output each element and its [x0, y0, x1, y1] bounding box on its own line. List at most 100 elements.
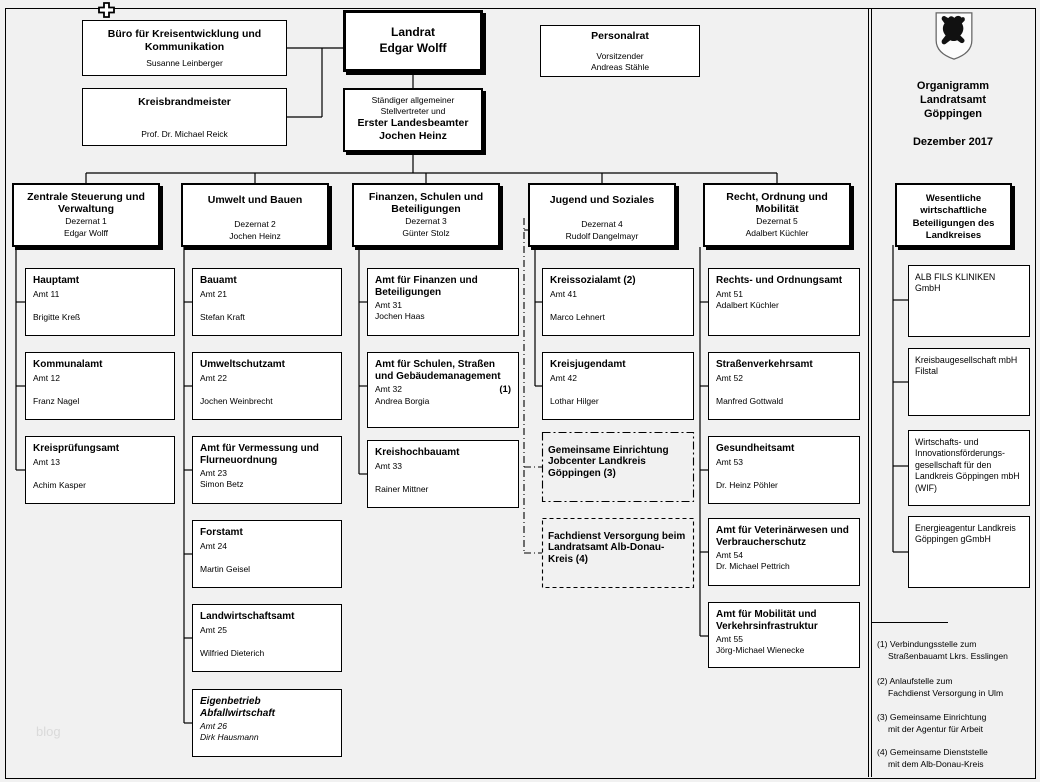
beteiligungen-header-label: Wesentliche wirtschaftliche Beteiligunge…: [912, 193, 995, 242]
amt-person: Jochen Haas: [375, 311, 425, 321]
footnote-divider: [871, 622, 948, 623]
amt-name: Straßenverkehrsamt: [716, 359, 813, 370]
dezernat-4-head: Rudolf Dangelmayr: [565, 230, 639, 241]
deputy-line4: Jochen Heinz: [379, 129, 447, 142]
footnote-3: (3) Gemeinsame Einrichtung mit der Agent…: [877, 711, 1035, 736]
footnote-marker: (2): [877, 676, 888, 686]
amt-55-box: Amt für Mobilität und Verkehrsinfrastruk…: [708, 602, 860, 668]
footnote-text: Gemeinsame Einrichtung: [889, 712, 987, 722]
amt-person: Jochen Weinbrecht: [200, 395, 273, 406]
amt-32-box: Amt für Schulen, Straßen und Gebäudemana…: [367, 352, 519, 428]
footnote-text: Fachdienst Versorgung in Ulm: [888, 688, 1004, 699]
org-date: Dezember 2017: [912, 136, 994, 148]
amt-code: Amt 53: [716, 456, 743, 467]
landrat-title: Landrat: [390, 25, 435, 39]
amt-name: Kreissozialamt (2): [550, 275, 636, 286]
goeppingen-coat-of-arms-icon: [935, 12, 973, 60]
dezernat-2-unit: Dezernat 2: [234, 219, 276, 229]
amt-51-box: Rechts- und Ordnungsamt Amt 51 Adalbert …: [708, 268, 860, 336]
amt-24-box: Forstamt Amt 24 Martin Geisel: [192, 520, 342, 588]
dezernat-1-head: Edgar Wolff: [63, 227, 109, 238]
amt-33-box: Kreishochbauamt Amt 33 Rainer Mittner: [367, 440, 519, 508]
amt-person: Dr. Michael Pettrich: [716, 561, 790, 571]
dezernat-5-head: Adalbert Küchler: [745, 227, 809, 238]
footnote-4: (4) Gemeinsame Dienststelle mit dem Alb-…: [877, 746, 1035, 771]
amt-name: Amt für Veterinärwesen und Verbrauchersc…: [716, 525, 849, 548]
amt-person: Dr. Heinz Pöhler: [716, 479, 778, 490]
amt-code: Amt 13: [33, 456, 60, 467]
amt-code: Amt 31: [375, 300, 402, 310]
amt-26-eigenbetrieb-box: Eigenbetrieb Abfallwirtschaft Amt 26 Dir…: [192, 689, 342, 757]
jobcenter-label: Gemeinsame Einrichtung Jobcenter Landkre…: [548, 445, 669, 479]
amt-code: Amt 52: [716, 372, 743, 383]
amt-name: Hauptamt: [33, 275, 80, 286]
amt-52-box: Straßenverkehrsamt Amt 52 Manfred Gottwa…: [708, 352, 860, 420]
amt-22-box: Umweltschutzamt Amt 22 Jochen Weinbrecht: [192, 352, 342, 420]
dezernat-1-unit: Dezernat 1: [65, 216, 107, 226]
amt-code: Amt 25: [200, 624, 227, 635]
dezernat-3-title: Finanzen, Schulen und Beteiligungen: [368, 191, 484, 216]
dezernat-1-box: Zentrale Steuerung und Verwaltung Dezern…: [12, 183, 160, 247]
amt-person: Wilfried Dieterich: [200, 647, 265, 658]
footnote-text: Gemeinsame Dienststelle: [889, 747, 988, 757]
amt-53-box: Gesundheitsamt Amt 53 Dr. Heinz Pöhler: [708, 436, 860, 504]
footnote-1: (1) Verbindungsstelle zum Straßenbauamt …: [877, 638, 1035, 663]
org-title-line1: Organigramm: [916, 80, 990, 92]
amt-54-box: Amt für Veterinärwesen und Verbrauchersc…: [708, 518, 860, 586]
amt-person: Martin Geisel: [200, 563, 251, 574]
buero-title: Büro für Kreisentwicklung und Kommunikat…: [107, 28, 262, 53]
amt-31-box: Amt für Finanzen und Beteiligungen Amt 3…: [367, 268, 519, 336]
amt-code: Amt 21: [200, 288, 227, 299]
personalrat-title: Personalrat: [591, 30, 649, 42]
amt-code: Amt 55: [716, 634, 743, 644]
dezernat-4-box: Jugend und Soziales Dezernat 4 Rudolf Da…: [528, 183, 676, 247]
amt-25-box: Landwirtschaftsamt Amt 25 Wilfried Diete…: [192, 604, 342, 672]
amt-name: Amt für Finanzen und Beteiligungen: [375, 275, 478, 298]
amt-code: Amt 23: [200, 468, 227, 478]
kreisbrandmeister-person: Prof. Dr. Michael Reick: [141, 128, 228, 139]
amt-person: Marco Lehnert: [550, 311, 605, 322]
amt-21-box: Bauamt Amt 21 Stefan Kraft: [192, 268, 342, 336]
amt-code: Amt 22: [200, 372, 227, 383]
footnote-text: mit der Agentur für Arbeit: [888, 724, 984, 735]
erster-landesbeamter-box: Ständiger allgemeiner Stellvertreter und…: [343, 88, 483, 152]
beteiligung-label: Energieagentur Landkreis Göppingen gGmbH: [915, 523, 1016, 545]
amt-code: Amt 32: [375, 384, 402, 394]
amt-13-box: Kreisprüfungsamt Amt 13 Achim Kasper: [25, 436, 175, 504]
org-title: Organigramm Landratsamt Göppingen: [893, 80, 1013, 121]
beteiligung-label: Kreisbaugesellschaft mbH Filstal: [915, 355, 1018, 377]
footnote-marker: (3): [877, 712, 888, 722]
amt-name: Kreisjugendamt: [550, 359, 626, 370]
amt-name: Amt für Mobilität und Verkehrsinfrastruk…: [716, 609, 818, 632]
amt-person: Dirk Hausmann: [200, 732, 259, 742]
amt-name: Landwirtschaftsamt: [200, 611, 295, 622]
amt-code: Amt 11: [33, 288, 60, 299]
footnote-text: Straßenbauamt Lkrs. Esslingen: [888, 651, 1008, 662]
buero-person: Susanne Leinberger: [146, 58, 223, 69]
dezernat-5-box: Recht, Ordnung und Mobilität Dezernat 5 …: [703, 183, 851, 247]
amt-person: Franz Nagel: [33, 395, 80, 406]
footnote-text: Verbindungsstelle zum: [889, 639, 977, 649]
amt-name: Gesundheitsamt: [716, 443, 795, 454]
amt-person: Adalbert Küchler: [716, 299, 779, 310]
amt-code: Amt 33: [375, 460, 402, 471]
amt-person: Jörg-Michael Wienecke: [716, 645, 805, 655]
amt-person: Manfred Gottwald: [716, 395, 784, 406]
panel-divider: [868, 8, 872, 777]
kreisbrandmeister-box: Kreisbrandmeister Prof. Dr. Michael Reic…: [82, 88, 287, 146]
beteiligung-label: Wirtschafts- und Innovationsförderungs- …: [915, 437, 1020, 493]
dezernat-2-title: Umwelt und Bauen: [207, 194, 303, 206]
amt-name: Umweltschutzamt: [200, 359, 286, 370]
org-title-line3: Göppingen: [923, 107, 983, 120]
amt-person: Simon Betz: [200, 479, 244, 489]
amt-name: Kreisprüfungsamt: [33, 443, 120, 454]
beteiligung-kreisbau-box: Kreisbaugesellschaft mbH Filstal: [908, 348, 1030, 416]
amt-code: Amt 26: [200, 721, 227, 731]
deputy-line3: Erster Landesbeamter: [357, 117, 469, 130]
dezernat-1-title: Zentrale Steuerung und Verwaltung: [27, 191, 145, 216]
buero-kreisentwicklung-box: Büro für Kreisentwicklung und Kommunikat…: [82, 20, 287, 76]
org-title-line2: Landratsamt: [919, 93, 987, 106]
amt-footnote-ref: (1): [499, 384, 511, 395]
amt-name: Eigenbetrieb Abfallwirtschaft: [200, 696, 276, 719]
